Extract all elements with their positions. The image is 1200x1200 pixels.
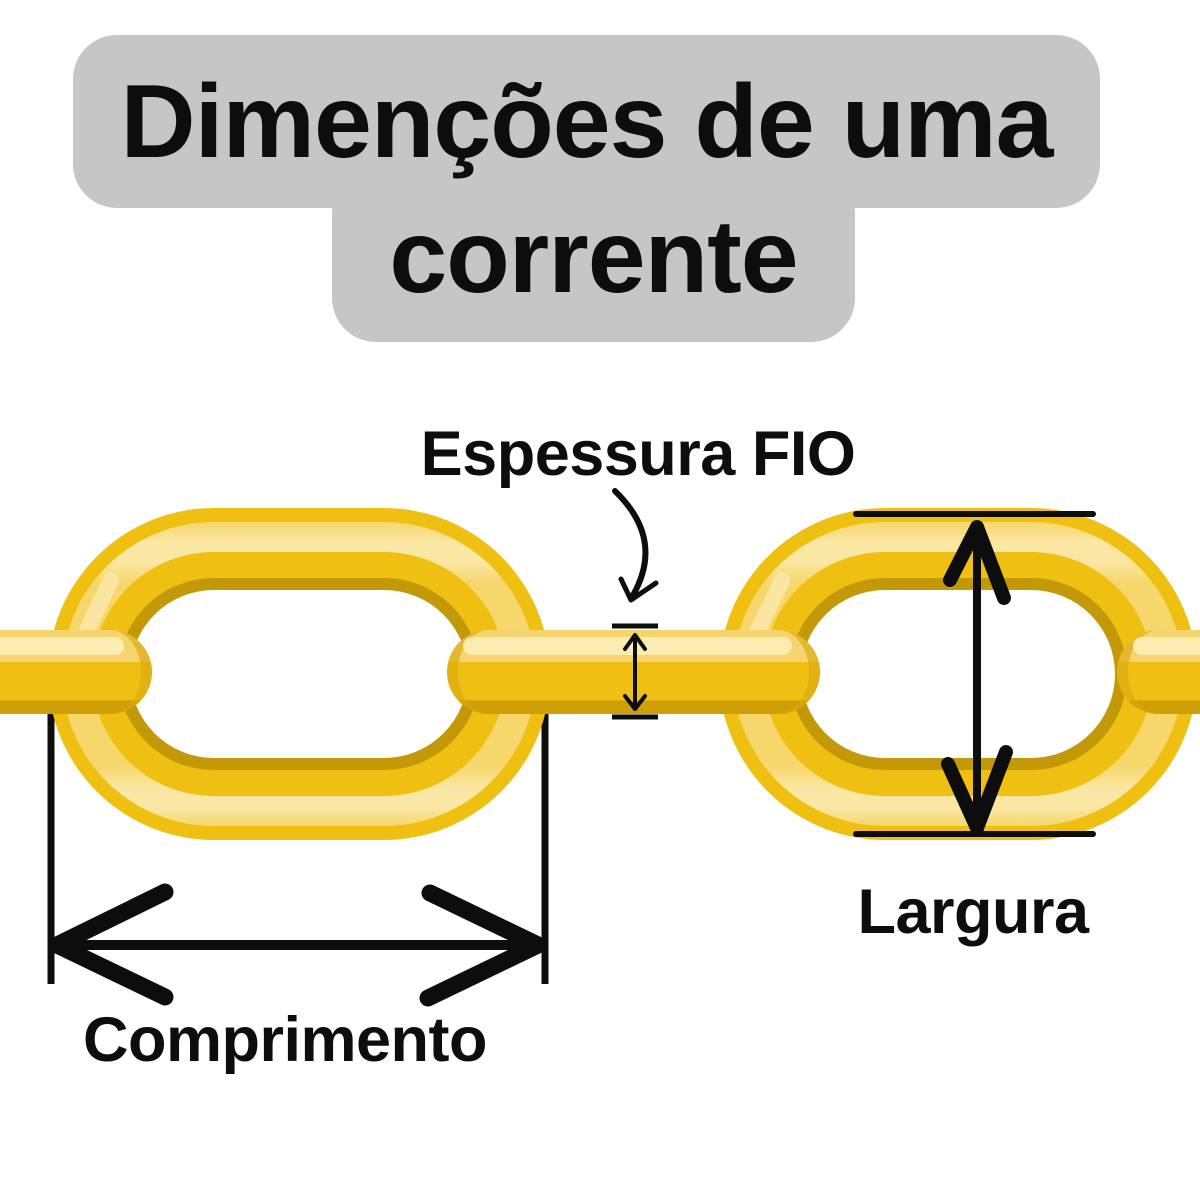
wire-thickness-pointer-arrow <box>612 488 649 600</box>
wire-thickness-pointer-arrowhead <box>618 576 659 603</box>
pin-gloss-highlight <box>0 637 124 655</box>
title-background-bottom <box>332 170 855 342</box>
length-arrowhead-left <box>48 883 174 1006</box>
chain-pin-middle <box>447 630 820 714</box>
pin-gloss-highlight <box>1133 637 1200 655</box>
chain-pin-right <box>1117 630 1200 714</box>
page-title-line-1: Dimenções de uma <box>120 64 1054 180</box>
wire-thickness-label: Espessura FIO <box>420 419 856 489</box>
pin-gloss-highlight <box>463 637 792 655</box>
length-label: Comprimento <box>83 1005 488 1075</box>
link-hole <box>130 590 468 758</box>
chain-pin-left <box>0 630 152 714</box>
width-label: Largura <box>857 877 1089 947</box>
page-title-line-2: corrente <box>389 199 798 315</box>
length-arrowhead-right <box>419 884 547 1007</box>
link-hole <box>801 590 1115 758</box>
